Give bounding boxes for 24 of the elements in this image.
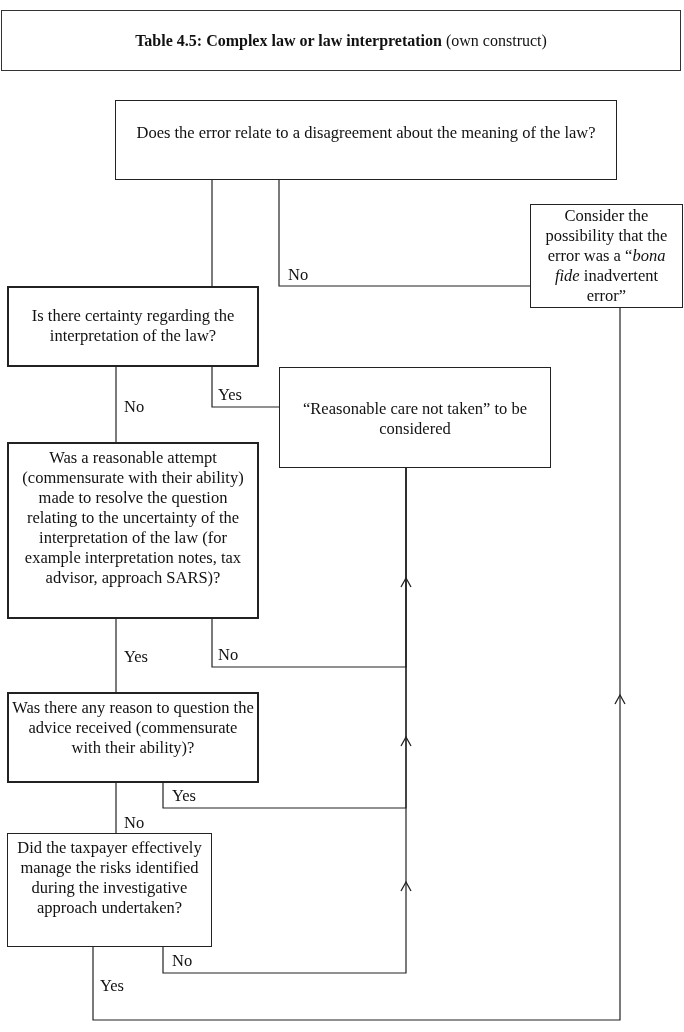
edge-label: Yes: [218, 386, 242, 404]
box-text: Was there any reason to question the advice received (commensurate with their ability)?: [12, 698, 254, 758]
process-box: [115, 100, 617, 180]
process-box: [7, 286, 259, 367]
edge-label: No: [172, 952, 193, 970]
box-text: Consider the possibility that the error was a “bona fide inadvertent error”: [544, 206, 669, 306]
edge-label: Yes: [172, 787, 196, 805]
box-text: Was a reasonable attempt (commensurate with their ability) made to resolve the question relating to the uncertainty of the interpretation of the law (for example interpretation notes, tax advisor, approach SARS)?: [21, 448, 245, 588]
process-box: [7, 442, 259, 619]
edge-label: Yes: [100, 977, 124, 995]
edge-label: No: [288, 266, 309, 284]
process-box: [7, 833, 212, 947]
process-box: [7, 692, 259, 783]
edge-label: No: [124, 398, 145, 416]
process-box: [530, 204, 683, 308]
process-box: [279, 367, 551, 468]
box-text: Did the taxpayer effectively manage the risks identified during the investigative approach undertaken?: [16, 838, 203, 918]
table-title: Table 4.5: Complex law or law interpretation (own construct): [135, 31, 547, 50]
edge-label: No: [218, 646, 239, 664]
box-text: “Reasonable care not taken” to be considered: [302, 399, 528, 439]
edge-label: No: [124, 814, 145, 832]
edge-label: Yes: [124, 648, 148, 666]
box-text: Does the error relate to a disagreement about the meaning of the law?: [135, 123, 597, 143]
box-text: Is there certainty regarding the interpretation of the law?: [30, 306, 236, 346]
